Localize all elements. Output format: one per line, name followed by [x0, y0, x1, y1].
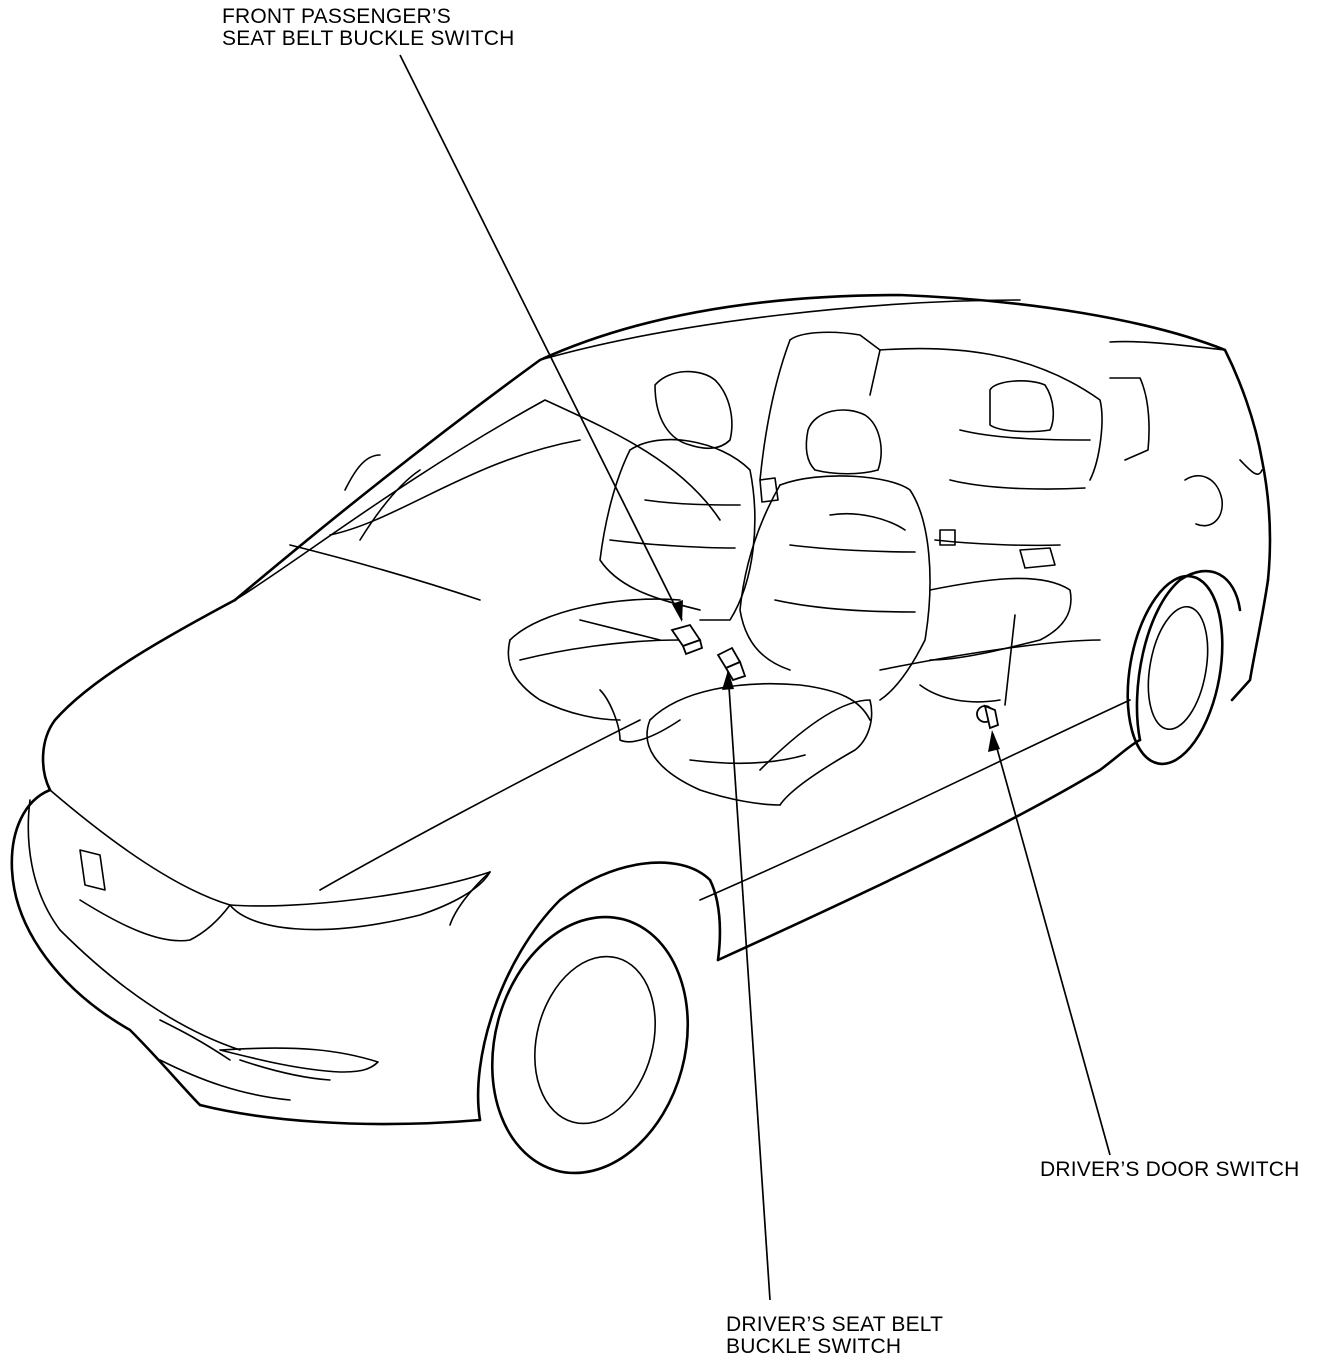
- label-front-passenger-buckle-switch: FRONT PASSENGER’S SEAT BELT BUCKLE SWITC…: [222, 6, 514, 50]
- label-driver-door-line1: DRIVER’S DOOR SWITCH: [1040, 1158, 1300, 1181]
- label-driver-door-switch: DRIVER’S DOOR SWITCH: [1040, 1159, 1300, 1181]
- leader-driver-door: [992, 733, 1111, 1156]
- leader-driver-seat: [727, 671, 771, 1301]
- label-front-passenger-line1: FRONT PASSENGER’S: [222, 5, 451, 28]
- car-body: [10, 293, 1272, 1175]
- arrowhead-driver-door: [988, 730, 1000, 752]
- label-driver-seat-line2: BUCKLE SWITCH: [726, 1335, 902, 1358]
- front-passenger-buckle-switch-part: [670, 623, 704, 656]
- label-driver-seat-line1: DRIVER’S SEAT BELT: [726, 1313, 944, 1336]
- arrowhead-front-passenger: [672, 600, 683, 622]
- leader-front-passenger: [399, 54, 683, 621]
- leader-lines: [399, 54, 1111, 1301]
- label-driver-seat-belt-buckle-switch: DRIVER’S SEAT BELT BUCKLE SWITCH: [726, 1314, 943, 1358]
- arrowhead-driver-seat: [722, 670, 734, 690]
- driver-door-switch-part: [976, 704, 1000, 730]
- driver-buckle-switch-part: [716, 646, 747, 682]
- label-front-passenger-line2: SEAT BELT BUCKLE SWITCH: [222, 27, 515, 50]
